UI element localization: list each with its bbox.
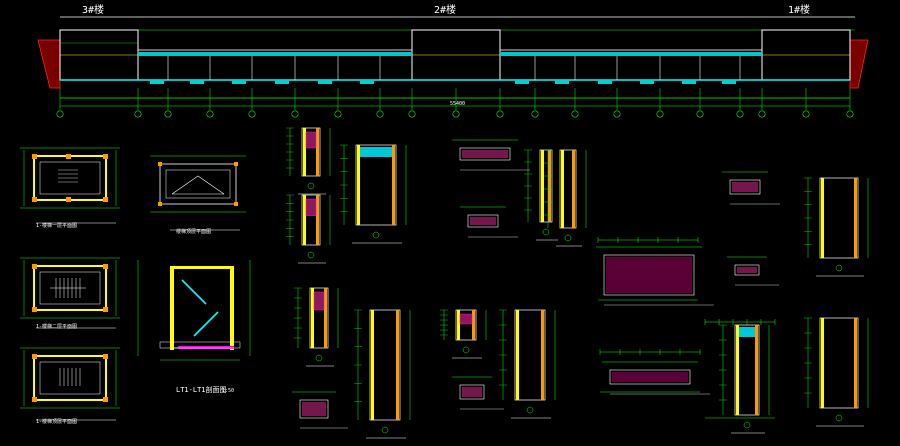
- section-detail: [452, 139, 530, 171]
- overall-dimension: 55400: [450, 101, 465, 107]
- stair-roof-plan: [150, 155, 246, 231]
- section-detail: [722, 171, 780, 205]
- stair-plan-3: [20, 347, 120, 421]
- section-detail: [460, 206, 518, 238]
- dimension-frame: [704, 319, 776, 419]
- wall-detail: [804, 317, 869, 427]
- lt-section-caption: LT1-LT1剖面图: [176, 385, 227, 394]
- stair-plan-1: [20, 147, 120, 224]
- wall-details: [286, 127, 869, 439]
- section-detail: [727, 256, 779, 286]
- section-detail: [452, 376, 504, 410]
- wall-detail: [499, 309, 556, 419]
- section-detail: [602, 361, 710, 395]
- dimension-frame: [597, 237, 699, 301]
- wall-detail: [340, 144, 407, 244]
- lt-section-scale: 1:50: [222, 388, 234, 394]
- section-title-2: 2#楼: [434, 3, 456, 16]
- section-title-3: 3#楼: [82, 3, 104, 16]
- wall-detail: [294, 287, 339, 367]
- plan-caption-1: 1-楼梯一层平面图: [36, 222, 77, 229]
- wall-detail: [286, 194, 331, 264]
- wall-detail: [804, 177, 869, 277]
- wall-detail: [719, 324, 770, 434]
- wall-detail: [544, 149, 587, 247]
- plan-caption-3: 1-楼梯顶层平面图: [36, 418, 77, 425]
- stair-section-lt1: [137, 260, 251, 361]
- wall-detail: [286, 127, 331, 195]
- dimension-frame: [599, 349, 701, 393]
- section-detail: [292, 391, 348, 429]
- longitudinal-section: [37, 16, 869, 118]
- wall-detail: [354, 309, 411, 439]
- plan-caption-4: 楼梯顶层平面图: [176, 228, 211, 235]
- plan-caption-2: 1-楼梯二层平面图: [36, 323, 77, 330]
- wall-detail: [440, 309, 487, 359]
- stair-plan-2: [20, 257, 120, 329]
- section-title-1: 1#楼: [788, 3, 810, 16]
- section-detail: [596, 246, 714, 306]
